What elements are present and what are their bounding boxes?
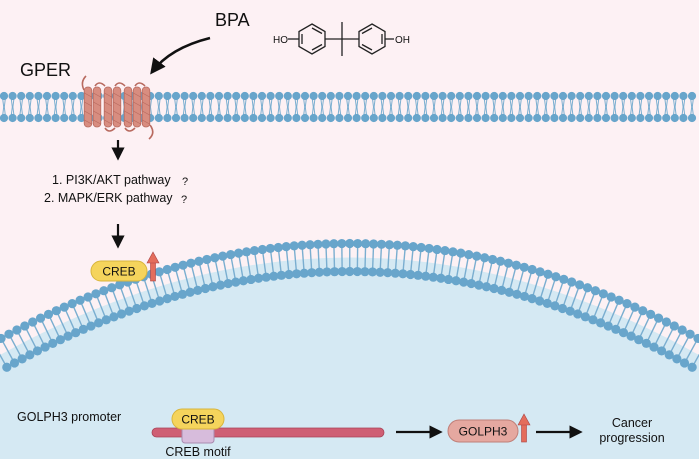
gper-helix — [112, 86, 122, 128]
ho-group-label: HO — [273, 35, 288, 46]
golph3-label: GOLPH3 — [459, 425, 508, 439]
bpa-molecule-icon — [288, 22, 394, 56]
gper-helix — [123, 86, 133, 128]
nuclear-membrane — [0, 238, 699, 372]
creb-nucleus-label: CREB — [181, 413, 214, 427]
cancer-label-line2: progression — [599, 431, 664, 445]
oh-group-label: OH — [395, 35, 410, 46]
gper-label: GPER — [20, 60, 71, 80]
creb-motif-label: CREB motif — [165, 445, 231, 459]
gper-helix — [132, 86, 142, 128]
golph3-up-arrow-icon — [517, 413, 531, 443]
golph3-pill — [447, 419, 519, 443]
creb-cytoplasm-label: CREB — [102, 265, 135, 279]
pathway-2-question: ? — [181, 194, 187, 206]
pathway-2-label: 2. MAPK/ERK pathway — [44, 191, 173, 205]
pathway-1-label: 1. PI3K/AKT pathway — [52, 173, 171, 187]
creb-nucleus-pill — [171, 408, 225, 430]
cancer-label-line1: Cancer — [612, 416, 652, 430]
creb-up-arrow-icon — [146, 251, 160, 282]
gper-receptor-icon — [81, 75, 154, 140]
gper-helix — [141, 86, 151, 128]
golph3-promoter-label: GOLPH3 promoter — [17, 410, 121, 424]
gper-helix — [83, 86, 93, 128]
bpa-label: BPA — [215, 10, 250, 30]
bpa-to-gper-arrow — [150, 36, 211, 75]
creb-cytoplasm-pill — [90, 260, 148, 282]
nucleus-area — [0, 257, 699, 459]
gper-helix — [103, 86, 113, 128]
pathway-1-question: ? — [182, 176, 188, 188]
plasma-membrane — [0, 91, 697, 123]
gper-helix — [92, 86, 102, 128]
